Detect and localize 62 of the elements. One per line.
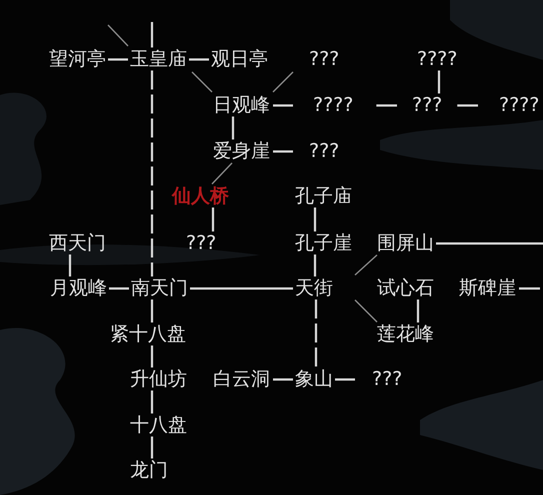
connector-line <box>212 208 214 232</box>
connector-line <box>150 22 154 48</box>
connector-line <box>354 300 378 322</box>
place-label: ???? <box>499 96 540 114</box>
place-label: ??? <box>412 96 442 114</box>
connector-line <box>189 58 209 61</box>
connector-line <box>68 254 72 276</box>
place-label: 孔子崖 <box>295 234 352 252</box>
connector-line <box>273 150 293 153</box>
place-label: 爱身崖 <box>213 142 270 160</box>
connector-line <box>335 378 355 381</box>
connector-line <box>190 287 293 290</box>
connector-line <box>150 346 154 368</box>
place-label: 月观峰 <box>50 278 107 298</box>
connector-line <box>314 208 316 232</box>
place-label: 玉皇庙 <box>130 50 187 68</box>
place-label: ??? <box>372 370 402 388</box>
place-label: 西天门 <box>49 234 106 252</box>
place-label: ???? <box>417 50 458 68</box>
dashed-line <box>150 70 154 276</box>
connector-line <box>150 390 154 414</box>
place-label: 望河亭 <box>49 50 106 68</box>
connector-line <box>108 24 128 46</box>
place-label: ??? <box>186 234 216 252</box>
connector-line <box>436 242 543 245</box>
place-label: 天街 <box>295 278 333 298</box>
connector-line <box>272 72 294 92</box>
connector-line <box>354 254 378 276</box>
connector-line <box>108 58 128 61</box>
place-label: 南天门 <box>131 278 188 298</box>
place-label: 斯碑崖 <box>459 278 516 298</box>
place-label: 日观峰 <box>213 96 270 114</box>
connector-line <box>457 104 478 107</box>
place-label: 白云洞 <box>213 370 270 388</box>
place-label: ??? <box>309 50 340 68</box>
place-label: 莲花峰 <box>377 324 434 344</box>
place-label: 试心石 <box>377 278 434 298</box>
place-label: 升仙坊 <box>130 370 187 388</box>
connector-line <box>150 436 154 458</box>
connector-line <box>212 162 232 184</box>
place-label: 仙人桥 <box>172 186 229 206</box>
connector-line <box>376 104 397 107</box>
place-label: 孔子庙 <box>295 186 352 206</box>
place-label: 龙门 <box>130 460 168 480</box>
connector-line <box>273 378 293 381</box>
place-label: 围屏山 <box>377 234 434 252</box>
place-label: 象山 <box>295 370 333 388</box>
dashed-line <box>314 300 318 368</box>
connector-line <box>314 254 316 276</box>
connector-line <box>109 287 129 290</box>
place-label: ??? <box>309 142 340 160</box>
place-label: 十八盘 <box>130 416 187 434</box>
connector-line <box>273 104 293 107</box>
connector-line <box>438 70 440 94</box>
connector-line <box>416 300 420 322</box>
connector-line <box>192 72 212 92</box>
connector-line <box>150 300 154 322</box>
connector-line <box>519 287 540 290</box>
connector-line <box>232 116 234 140</box>
place-label: ???? <box>313 96 354 114</box>
place-label: 观日亭 <box>211 50 268 68</box>
place-label: 紧十八盘 <box>110 324 186 344</box>
